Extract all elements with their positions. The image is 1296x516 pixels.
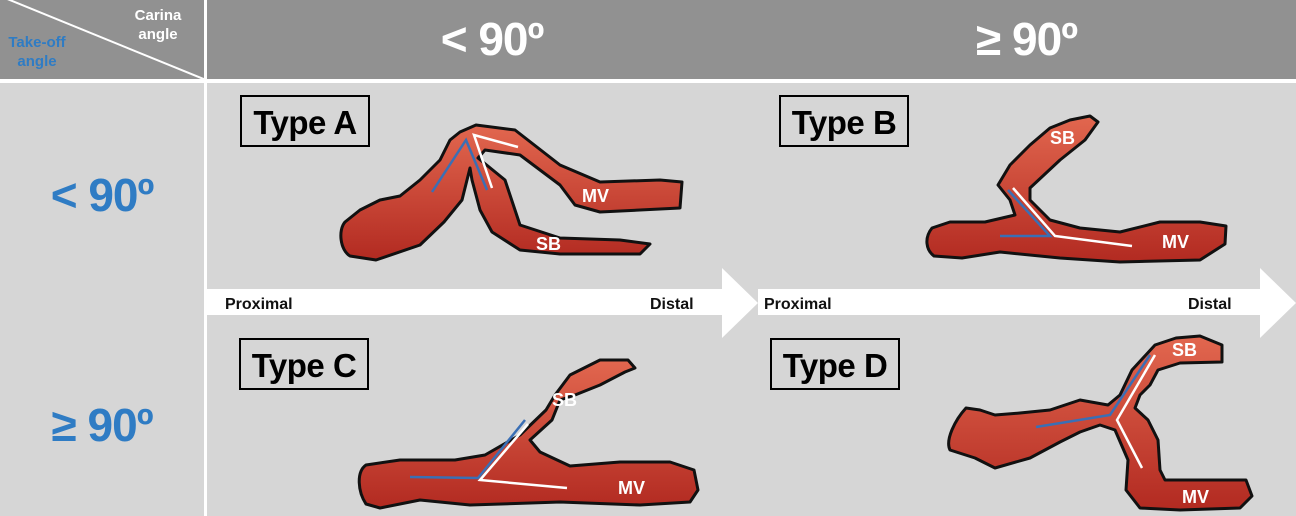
direction-arrow-left — [207, 268, 758, 338]
arrow-left-proximal-label: Proximal — [225, 296, 293, 313]
type-c-mv-label: MV — [618, 478, 645, 498]
take-off-angle-label: Take-off angle — [8, 34, 66, 70]
column-header-gte90: ≥ 90º — [976, 13, 1078, 65]
header-separator — [0, 79, 1296, 83]
type-a-sb-label: SB — [536, 234, 561, 254]
type-d-sb-label: SB — [1172, 340, 1197, 360]
carina-angle-label: Carina angle — [134, 7, 182, 43]
corner-diagonal — [7, 0, 206, 80]
header-band — [0, 0, 1296, 79]
type-d-label: Type D — [770, 338, 900, 390]
type-a-label: Type A — [240, 95, 370, 147]
type-d-mv-label: MV — [1182, 487, 1209, 507]
row-header-separator — [204, 0, 207, 516]
vessel-type-d — [947, 334, 1254, 512]
arrow-right-distal-label: Distal — [1188, 296, 1232, 313]
type-b-sb-label: SB — [1050, 128, 1075, 148]
row-header-lt90: < 90º — [50, 169, 155, 221]
type-b-label: Type B — [779, 95, 909, 147]
row-header-gte90: ≥ 90º — [51, 399, 154, 451]
arrow-left-distal-label: Distal — [650, 296, 694, 313]
vessel-type-c — [357, 358, 700, 510]
vessel-type-a — [339, 123, 684, 262]
vessel-type-b — [925, 114, 1228, 264]
type-a-mv-label: MV — [582, 186, 609, 206]
type-c-label: Type C — [239, 338, 369, 390]
type-c-sb-label: SB — [552, 390, 577, 410]
direction-arrow-right — [758, 268, 1296, 338]
arrow-right-proximal-label: Proximal — [764, 296, 832, 313]
type-b-mv-label: MV — [1162, 232, 1189, 252]
column-header-lt90: < 90º — [440, 13, 545, 65]
